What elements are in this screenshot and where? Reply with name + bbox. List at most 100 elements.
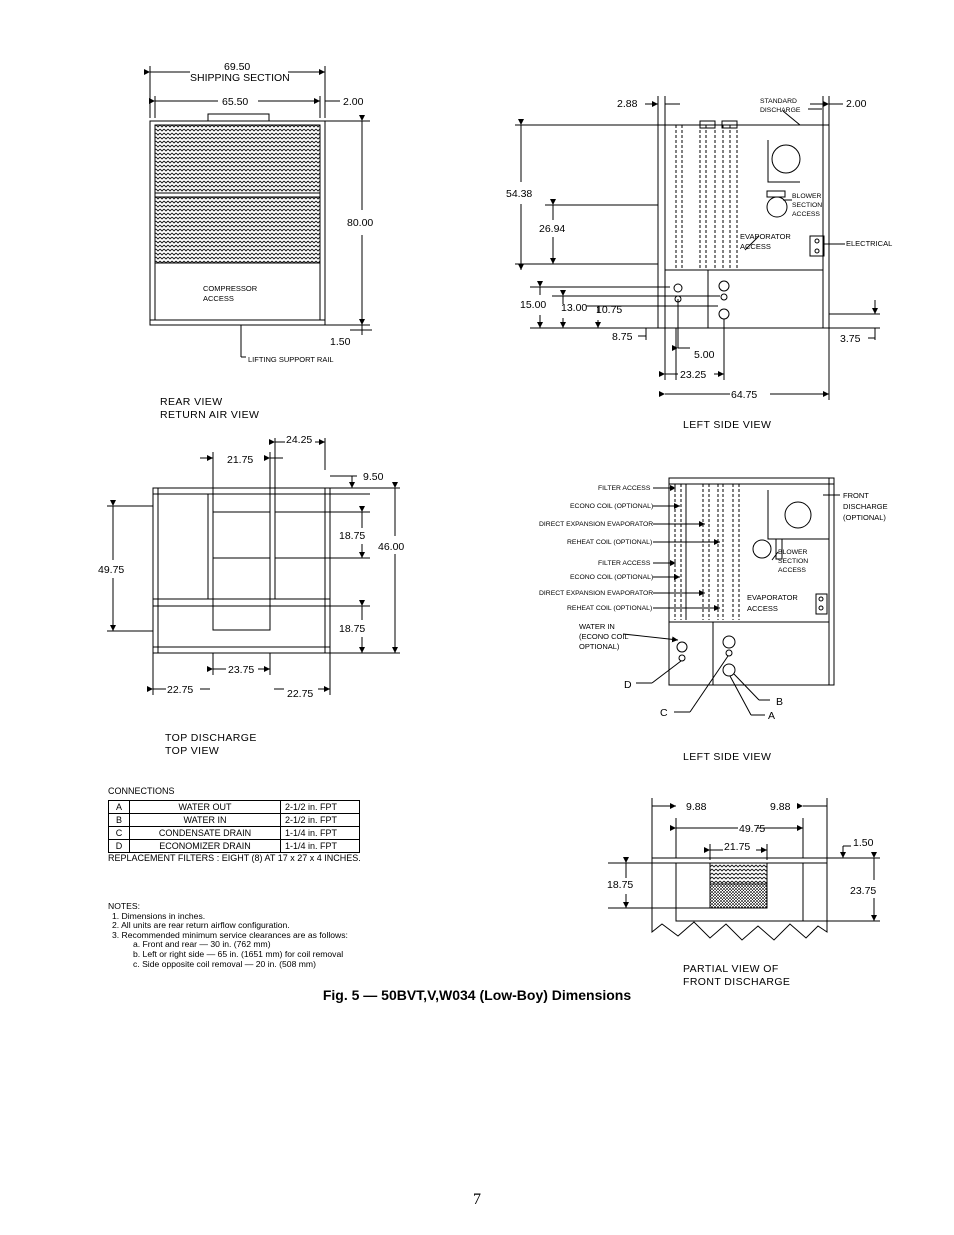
note-1: 1. Dimensions in inches.: [112, 910, 206, 921]
connection-size: 2-1/2 in. FPT: [280, 813, 360, 827]
dim-1875-a: 18.75: [339, 530, 365, 542]
connection-size: 2-1/2 in. FPT: [280, 800, 360, 814]
electrical-label: ELECTRICAL: [846, 239, 892, 248]
rear-width-dim: 65.50: [222, 96, 248, 108]
dim-988-b: 9.88: [770, 801, 791, 813]
blower-access-label-b3: ACCESS: [778, 567, 806, 574]
water-in-label-3: OPTIONAL): [579, 642, 620, 651]
height-54-dim: 54.38: [506, 188, 532, 200]
dim-988-a: 9.88: [686, 801, 707, 813]
front-discharge-title-2: FRONT DISCHARGE: [683, 976, 790, 988]
callout-dx-evaporator-2: DIRECT EXPANSION EVAPORATOR: [539, 590, 653, 597]
callout-filter-access-2: FILTER ACCESS: [598, 560, 651, 567]
shipping-section-label: SHIPPING SECTION: [190, 72, 290, 84]
dim-2375: 23.75: [228, 664, 254, 676]
dim-375: 3.75: [840, 333, 861, 345]
connections-title: CONNECTIONS: [108, 786, 175, 796]
table-row: D ECONOMIZER DRAIN 1-1/4 in. FPT: [108, 839, 360, 853]
connection-key: C: [108, 826, 130, 840]
dim-13: 13.00: [561, 302, 587, 314]
dim-4975: 49.75: [98, 564, 124, 576]
right-offset-dim: 2.00: [846, 98, 867, 110]
compressor-label-2: ACCESS: [203, 294, 234, 303]
rail-dim: 1.50: [330, 336, 351, 348]
lifting-rail-label: LIFTING SUPPORT RAIL: [248, 355, 334, 364]
rear-view: [144, 66, 372, 358]
note-3c: c. Side opposite coil removal — 20 in. (…: [133, 958, 316, 969]
left-side-view-upper: [515, 96, 880, 400]
blower-access-label-b2: SECTION: [778, 558, 808, 565]
top-view-title-2: TOP VIEW: [165, 745, 219, 757]
top-view-title-1: TOP DISCHARGE: [165, 732, 257, 744]
evap-access-label-b2: ACCESS: [747, 604, 778, 613]
table-row: C CONDENSATE DRAIN 1-1/4 in. FPT: [108, 826, 360, 840]
dim-875: 8.75: [612, 331, 633, 343]
front-dim-2175: 21.75: [724, 841, 750, 853]
water-in-label-2: (ECONO COIL: [579, 632, 629, 641]
callout-b: B: [776, 696, 783, 708]
notes-block: NOTES: 1. Dimensions in inches. 2. All u…: [108, 901, 348, 969]
left-side-view-title-1: LEFT SIDE VIEW: [683, 419, 771, 431]
left-offset-dim: 2.88: [617, 98, 638, 110]
left-side-view-title-2: LEFT SIDE VIEW: [683, 751, 771, 763]
note-3b: b. Left or right side — 65 in. (1651 mm)…: [133, 948, 344, 959]
callout-econo-coil-1: ECONO COIL (OPTIONAL): [570, 503, 653, 510]
page-number: 7: [473, 1191, 481, 1208]
figure-caption: Fig. 5 — 50BVT,V,W034 (Low-Boy) Dimensio…: [322, 987, 632, 1003]
front-dim-1875: 18.75: [607, 879, 633, 891]
dim-1875-b: 18.75: [339, 623, 365, 635]
blower-access-label-1: BLOWER: [792, 193, 822, 200]
callout-econo-coil-2: ECONO COIL (OPTIONAL): [570, 574, 653, 581]
connection-desc: CONDENSATE DRAIN: [129, 826, 281, 840]
dim-5: 5.00: [694, 349, 715, 361]
connection-key: A: [108, 800, 130, 814]
dim-2425: 24.25: [286, 434, 312, 446]
dim-2275-b: 22.75: [287, 688, 313, 700]
connection-size: 1-1/4 in. FPT: [280, 839, 360, 853]
callout-reheat-coil-1: REHEAT COIL (OPTIONAL): [567, 539, 652, 546]
front-discharge-title-1: PARTIAL VIEW OF: [683, 963, 779, 975]
callout-dx-evaporator-1: DIRECT EXPANSION EVAPORATOR: [539, 521, 653, 528]
rear-view-title-2: RETURN AIR VIEW: [160, 409, 259, 421]
connection-size: 1-1/4 in. FPT: [280, 826, 360, 840]
dim-2175: 21.75: [227, 454, 253, 466]
dim-15: 15.00: [520, 299, 546, 311]
callout-d: D: [624, 679, 632, 691]
water-in-label-1: WATER IN: [579, 622, 615, 631]
note-3: 3. Recommended minimum service clearance…: [112, 929, 348, 940]
table-row: A WATER OUT 2-1/2 in. FPT: [108, 800, 360, 814]
shipping-width-dim: 69.50: [224, 61, 250, 73]
dim-2325: 23.25: [680, 369, 706, 381]
front-dim-2375: 23.75: [850, 885, 876, 897]
notes-title: NOTES:: [108, 901, 140, 911]
connection-desc: WATER IN: [129, 813, 281, 827]
connection-key: B: [108, 813, 130, 827]
rear-height-dim: 80.00: [347, 217, 373, 229]
connection-key: D: [108, 839, 130, 853]
rear-offset-dim: 2.00: [343, 96, 364, 108]
table-row: B WATER IN 2-1/2 in. FPT: [108, 813, 360, 827]
evap-access-label-1: EVAPORATOR: [740, 232, 791, 241]
top-view: [107, 438, 400, 695]
connection-desc: WATER OUT: [129, 800, 281, 814]
dim-46: 46.00: [378, 541, 404, 553]
front-discharge-view: [608, 798, 880, 941]
dim-950: 9.50: [363, 471, 384, 483]
connections-table-block: CONNECTIONS A WATER OUT 2-1/2 in. FPT B …: [108, 786, 388, 863]
side-width-dim: 64.75: [731, 389, 757, 401]
connections-table: A WATER OUT 2-1/2 in. FPT B WATER IN 2-1…: [108, 800, 360, 853]
standard-discharge-label-1: STANDARD: [760, 98, 797, 105]
front-dim-4975: 49.75: [739, 823, 765, 835]
height-26-dim: 26.94: [539, 223, 565, 235]
front-discharge-label-3: (OPTIONAL): [843, 513, 886, 522]
left-side-view-lower: [622, 477, 840, 716]
compressor-label-1: COMPRESSOR: [203, 284, 258, 293]
callout-a: A: [768, 710, 775, 722]
callout-filter-access-1: FILTER ACCESS: [598, 485, 651, 492]
rear-view-title-1: REAR VIEW: [160, 396, 223, 408]
front-discharge-label-1: FRONT: [843, 491, 869, 500]
callout-c: C: [660, 707, 668, 719]
replacement-filters-note: REPLACEMENT FILTERS : EIGHT (8) AT 17 x …: [108, 853, 361, 863]
connection-desc: ECONOMIZER DRAIN: [129, 839, 281, 853]
